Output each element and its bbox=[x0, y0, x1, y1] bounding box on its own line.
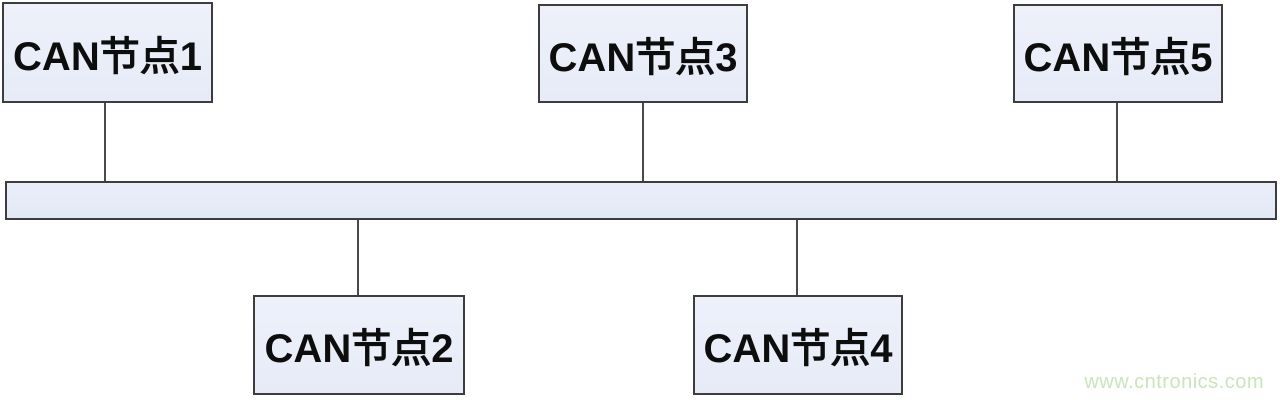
connector-line-can1 bbox=[104, 103, 106, 181]
node-label-can2: CAN节点2 bbox=[264, 327, 454, 371]
connector-line-can5 bbox=[1116, 103, 1118, 181]
node-box-can5: CAN节点5 bbox=[1013, 4, 1223, 103]
connector-line-can2 bbox=[357, 220, 359, 295]
watermark: www.cntronics.com bbox=[1084, 371, 1264, 393]
node-box-can1: CAN节点1 bbox=[2, 2, 213, 103]
node-label-can4: CAN节点4 bbox=[703, 327, 893, 371]
node-box-can3: CAN节点3 bbox=[538, 4, 748, 103]
connector-line-can4 bbox=[796, 220, 798, 295]
node-box-can4: CAN节点4 bbox=[693, 295, 903, 395]
connector-line-can3 bbox=[642, 103, 644, 181]
node-label-can1: CAN节点1 bbox=[13, 34, 202, 79]
bus-bar bbox=[5, 181, 1277, 220]
node-label-can5: CAN节点5 bbox=[1023, 35, 1213, 80]
node-box-can2: CAN节点2 bbox=[253, 295, 465, 395]
node-label-can3: CAN节点3 bbox=[548, 35, 738, 80]
